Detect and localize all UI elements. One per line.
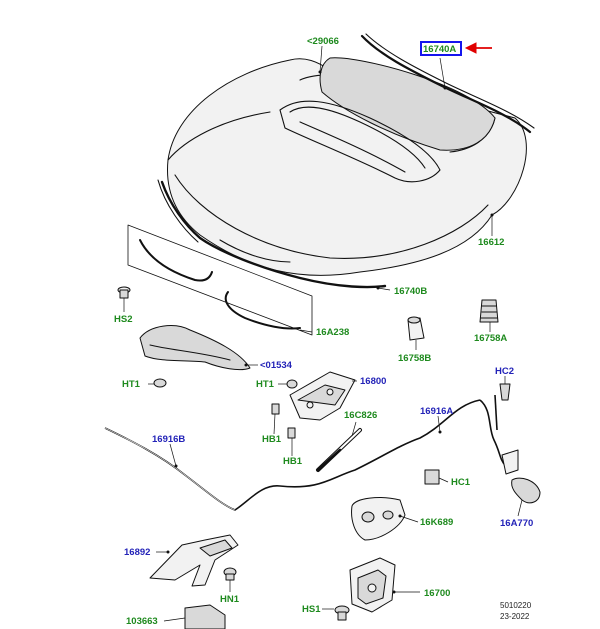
screw-hs2 [117,286,131,299]
callout-16740b: 16740B [394,286,427,297]
bumper-16758b [407,316,425,341]
clip-hc1 [424,469,440,485]
hinge-16800 [289,371,356,421]
leader-lines [123,45,523,622]
callout-hb1-upper: HB1 [262,434,282,445]
callout-16740a: 16740A [423,44,456,55]
callout-hc1: HC1 [451,477,471,488]
callout-01534: <01534 [260,360,293,371]
insulator-pad [139,325,251,371]
hood-panel [166,57,527,276]
callout-16700: 16700 [424,588,450,599]
grommet-103663 [184,604,226,629]
callout-16c826: 16C826 [344,410,377,421]
callout-16a770: 16A770 [500,518,533,529]
release-cable [104,394,506,511]
pointer-arrow [464,42,492,54]
callout-ht1-right: HT1 [256,379,275,390]
bolt-hb1 [271,403,296,439]
bumper-16758a [479,299,499,323]
callout-16612: 16612 [478,237,504,248]
seal-kit-16a238 [127,224,313,336]
callout-hn1: HN1 [220,594,240,605]
callout-16758b: 16758B [398,353,431,364]
callout-hc2: HC2 [495,366,514,377]
gas-strut [316,428,362,472]
callout-16800: 16800 [360,376,386,387]
weatherstrip-rear [360,34,532,134]
callout-29066: <29066 [307,36,339,47]
callout-ht1-left: HT1 [122,379,141,390]
clip-hc2 [499,383,511,401]
callout-hs2: HS2 [114,314,132,325]
release-handle [501,449,541,504]
illustration-number: 5010220 [500,601,532,610]
callout-16a238: 16A238 [316,327,349,338]
callout-103663: 103663 [126,616,158,627]
nut-hn1 [223,567,237,581]
weatherstrip-front [160,180,387,289]
striker-bracket [351,497,406,541]
callout-16916a: 16916A [420,406,453,417]
hood-latch [349,557,396,613]
callout-hb1-lower: HB1 [283,456,303,467]
callout-16758a: 16758A [474,333,507,344]
support-bracket [149,534,239,587]
highlight-box [420,41,462,56]
illustration-date: 23-2022 [500,612,530,621]
callout-16k689: 16K689 [420,517,453,528]
callout-hs1: HS1 [302,604,321,615]
nut-ht1-left [153,378,167,388]
callout-16916b: 16916B [152,434,185,445]
nut-ht1-right [286,379,298,389]
screw-hs1 [334,605,350,621]
callout-16892: 16892 [124,547,150,558]
